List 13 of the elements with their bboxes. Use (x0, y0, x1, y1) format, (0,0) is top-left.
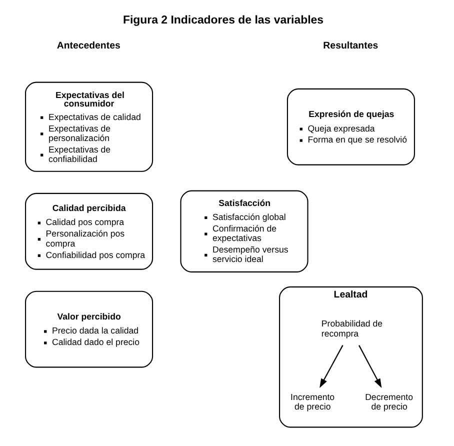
node-text: Probabilidad de recompra (320, 318, 382, 338)
diagram-title: Figura 2 Indicadores de las variables (122, 14, 323, 27)
node-box: Satisfacción Satisfacción global Confirmación de expectativas Desempeño versus servicio ideal (180, 190, 308, 272)
arrow (358, 345, 382, 388)
node-box: Valor percibido Precio dada la calidad Calidad dado el precio (24, 290, 153, 368)
node-box: Calidad percibida Calidad pos compra Personalización pos compra Confiabilidad pos compra (24, 192, 153, 270)
node-box: Expectativas del consumidor Expectativas de calidad Expectativas de personalización Expectativas de confiabilidad (24, 82, 153, 172)
label: Antecedentes (56, 40, 120, 52)
arrow (319, 345, 343, 388)
node-box: Expresión de quejas Queja expresada Forma en que se resolvió (286, 88, 414, 166)
label: Resultantes (322, 40, 378, 52)
node-text: Incremento de precio (290, 392, 334, 412)
node-text: Decremento de precio (364, 392, 413, 412)
